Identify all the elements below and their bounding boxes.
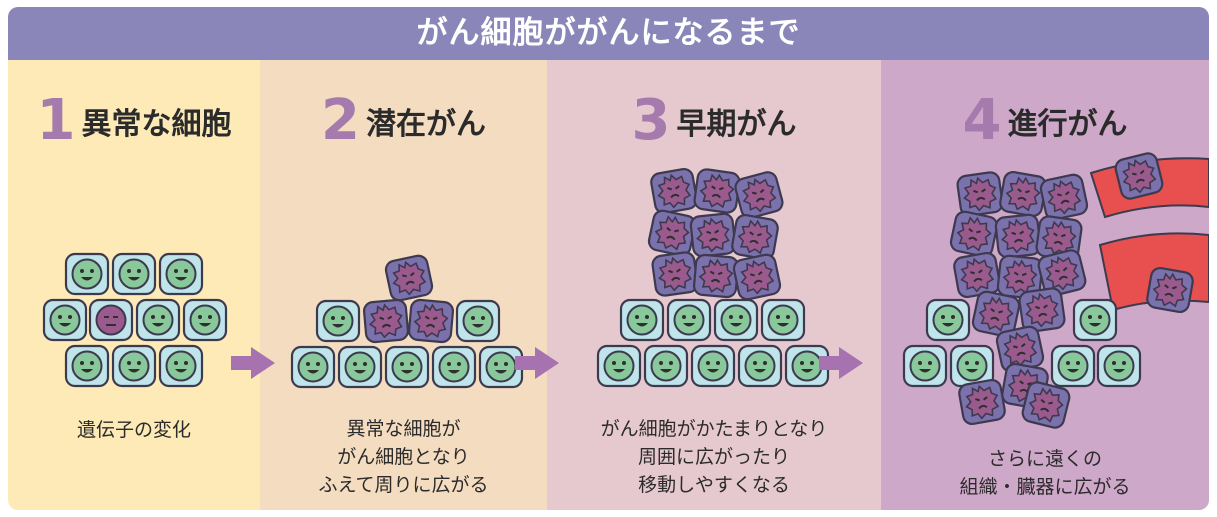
- stage-4-description: さらに遠くの 組織・臓器に広がる: [959, 448, 1131, 498]
- stage-1-number: 1: [36, 88, 76, 153]
- normal-cell-icon: [64, 252, 110, 296]
- normal-cell-icon: [182, 298, 228, 342]
- cancer-cell-icon: [948, 208, 1000, 260]
- cancer-cell-icon: [648, 166, 700, 216]
- stage-3-name: 早期がん: [676, 106, 797, 142]
- cancer-cell-icon: [692, 167, 742, 215]
- normal-cell-icon: [64, 344, 110, 388]
- normal-cell-icon: [158, 344, 204, 388]
- cancer-cell-icon: [1017, 286, 1067, 334]
- stage-3-number: 3: [631, 88, 671, 153]
- abnormal-cell-icon: [88, 298, 134, 342]
- normal-cell-icon: [315, 299, 361, 343]
- normal-cell-icon: [643, 344, 689, 388]
- cell-illustrations: [42, 150, 1209, 431]
- cancer-cell-icon: [1019, 379, 1073, 431]
- normal-cell-icon: [158, 252, 204, 296]
- normal-cell-icon: [690, 344, 736, 388]
- normal-cell-icon: [666, 298, 712, 342]
- cancer-cell-icon: [1144, 265, 1196, 315]
- normal-cell-icon: [1072, 298, 1118, 342]
- cancer-cell-icon: [362, 298, 410, 344]
- stage-1-description: 遺伝子の変化: [76, 419, 191, 441]
- normal-cell-icon: [384, 345, 430, 389]
- cancer-cell-icon: [955, 170, 1005, 218]
- stage-1-name: 異常な細胞: [81, 106, 232, 142]
- right-arrow-icon: [231, 347, 275, 379]
- cancer-cell-icon: [1112, 150, 1166, 202]
- normal-cell-icon: [111, 344, 157, 388]
- normal-cell-icon: [713, 298, 759, 342]
- normal-cell-icon: [1050, 344, 1096, 388]
- normal-cell-icon: [431, 345, 477, 389]
- normal-cell-icon: [1096, 344, 1142, 388]
- normal-cell-icon: [619, 298, 665, 342]
- cancer-cell-icon: [650, 250, 700, 298]
- cancer-cell-icon: [731, 251, 783, 303]
- normal-cell-icon: [925, 298, 971, 342]
- stage-4-number: 4: [962, 88, 1002, 153]
- normal-cell-icon: [111, 252, 157, 296]
- normal-cell-icon: [760, 298, 806, 342]
- cancer-cell-icon: [732, 169, 786, 221]
- cancer-cell-icon: [951, 250, 1003, 300]
- stage-2-name: 潜在がん: [365, 106, 486, 142]
- cancer-cell-icon: [1038, 171, 1090, 223]
- normal-cell-icon: [337, 345, 383, 389]
- stage-2-number: 2: [321, 88, 360, 153]
- normal-cell-icon: [596, 344, 642, 388]
- cancer-cell-icon: [407, 298, 455, 344]
- normal-cell-icon: [42, 298, 88, 342]
- normal-cell-icon: [455, 299, 501, 343]
- cancer-cell-icon: [956, 377, 1008, 427]
- diagram-title: がん細胞ががんになるまで: [8, 7, 1209, 60]
- stage-4-name: 進行がん: [1007, 106, 1128, 142]
- cancer-cell-icon: [997, 169, 1049, 219]
- stage-2-description: 異常な細胞が がん細胞となり ふえて周りに広がる: [318, 418, 489, 496]
- cancer-cell-icon: [646, 207, 698, 259]
- cancer-cell-icon: [729, 212, 781, 262]
- cancer-cell-icon: [692, 253, 740, 299]
- normal-cell-icon: [902, 344, 948, 388]
- cancer-cell-icon: [383, 252, 435, 304]
- normal-cell-icon: [290, 345, 336, 389]
- normal-cell-icon: [135, 298, 181, 342]
- stage-3-description: がん細胞がかたまりとなり 周囲に広がったり 移動しやすくなる: [600, 418, 828, 496]
- cancer-cell-icon: [688, 211, 738, 259]
- normal-cell-icon: [737, 344, 783, 388]
- cancer-cell-icon: [993, 212, 1043, 260]
